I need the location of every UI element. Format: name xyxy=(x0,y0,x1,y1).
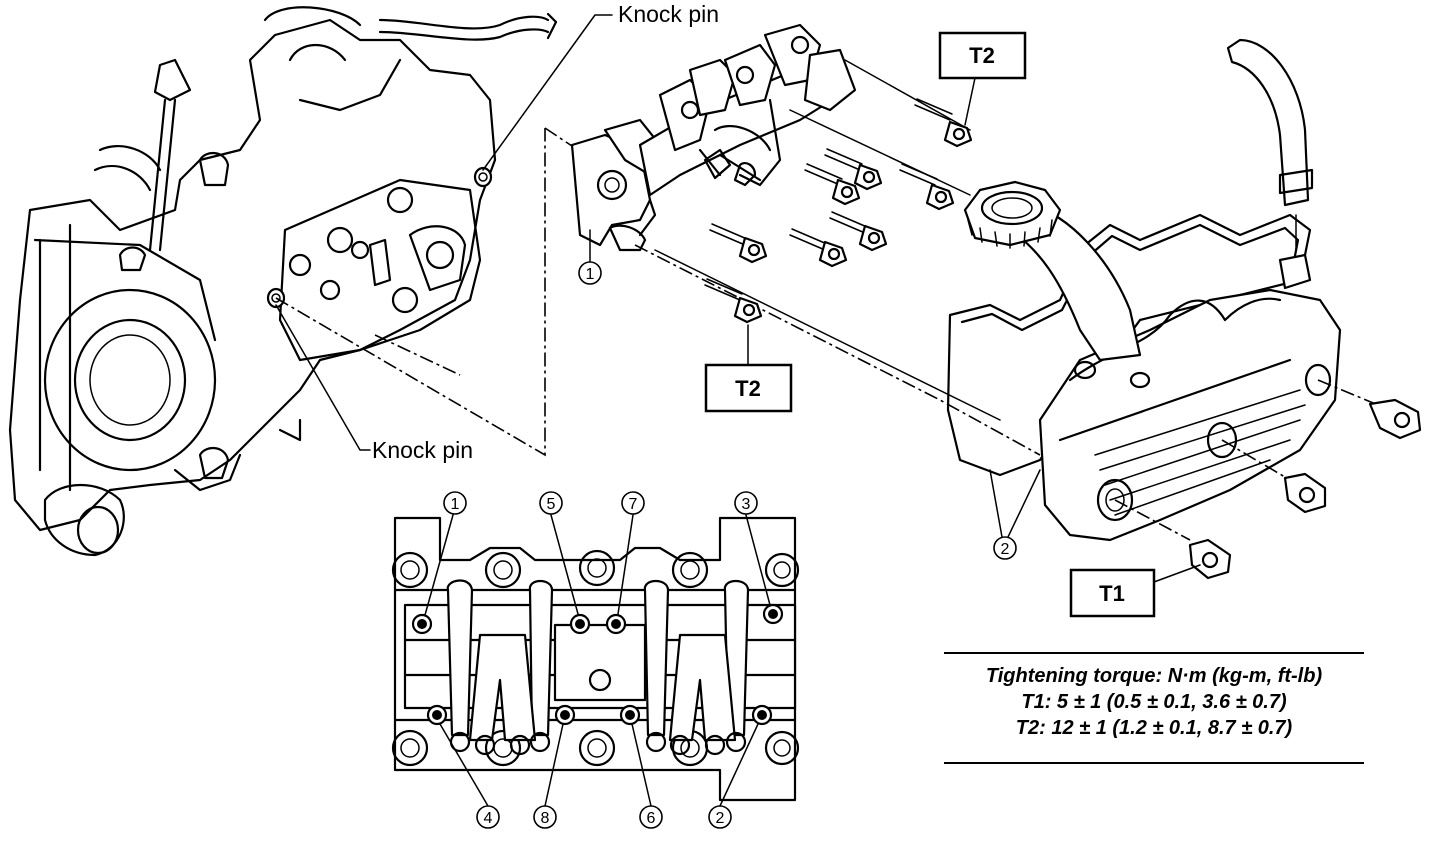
svg-text:5: 5 xyxy=(547,496,556,513)
tightening-sequence-view xyxy=(391,514,800,807)
torque-box-t2-mid: T2 xyxy=(704,324,793,413)
sequence-bolt-heads xyxy=(411,603,784,726)
sequence-number-1: 1 xyxy=(443,491,467,515)
part-number-1: 1 xyxy=(578,229,602,285)
sequence-number-4: 4 xyxy=(476,805,500,829)
bolt xyxy=(824,148,883,191)
svg-text:T2: T2 xyxy=(969,43,995,68)
sequence-number-6: 6 xyxy=(639,805,663,829)
bolt xyxy=(704,278,763,324)
rocker-cover xyxy=(946,38,1342,542)
knock-pin-top-leader xyxy=(482,14,613,171)
bolt xyxy=(789,228,848,268)
boss-row-top xyxy=(391,549,800,589)
torque-box-t1: T1 xyxy=(1069,564,1201,618)
bolt xyxy=(804,163,861,206)
knock-pin-top-label: Knock pin xyxy=(618,1,719,27)
bolt xyxy=(914,98,973,148)
sequence-number-5: 5 xyxy=(539,491,563,515)
bolt xyxy=(829,211,888,252)
torque-box-t2-top: T2 xyxy=(938,31,1027,126)
rocker-arms-top-view xyxy=(446,579,750,756)
sequence-number-7: 7 xyxy=(621,491,645,515)
svg-text:4: 4 xyxy=(484,810,493,827)
torque-table-heading: Tightening torque: N·m (kg-m, ft-lb) xyxy=(985,665,1323,687)
alignment-line-1 xyxy=(275,128,546,457)
knock-pin-bottom-leader xyxy=(275,304,371,451)
svg-text:1: 1 xyxy=(586,266,595,283)
svg-text:3: 3 xyxy=(742,496,751,513)
bolt xyxy=(709,223,768,264)
svg-text:T1: T1 xyxy=(1099,581,1125,606)
svg-text:6: 6 xyxy=(647,810,656,827)
torque-table-t1: T1: 5 ± 1 (0.5 ± 0.1, 3.6 ± 0.7) xyxy=(1021,691,1287,713)
engine-cylinder-head xyxy=(8,6,558,557)
bolt xyxy=(899,163,955,211)
svg-text:1: 1 xyxy=(451,496,460,513)
alignment-line-2 xyxy=(634,244,1041,456)
torque-table-t2: T2: 12 ± 1 (1.2 ± 0.1, 8.7 ± 0.7) xyxy=(1015,717,1293,739)
rocker-bolts xyxy=(704,98,973,324)
alignment-line-3 xyxy=(654,249,1001,421)
sequence-number-3: 3 xyxy=(734,491,758,515)
svg-text:2: 2 xyxy=(1001,541,1010,558)
sequence-number-8: 8 xyxy=(533,805,557,829)
svg-text:8: 8 xyxy=(541,810,550,827)
sequence-number-2: 2 xyxy=(708,805,732,829)
part-number-2: 2 xyxy=(989,469,1041,560)
knock-pin-top-marker xyxy=(473,166,493,188)
svg-text:2: 2 xyxy=(716,810,725,827)
svg-text:7: 7 xyxy=(629,496,638,513)
knock-pin-bottom-label: Knock pin xyxy=(372,437,473,463)
cover-bolts xyxy=(1114,379,1422,580)
svg-text:T2: T2 xyxy=(735,376,761,401)
rocker-arm-assembly xyxy=(570,23,857,252)
